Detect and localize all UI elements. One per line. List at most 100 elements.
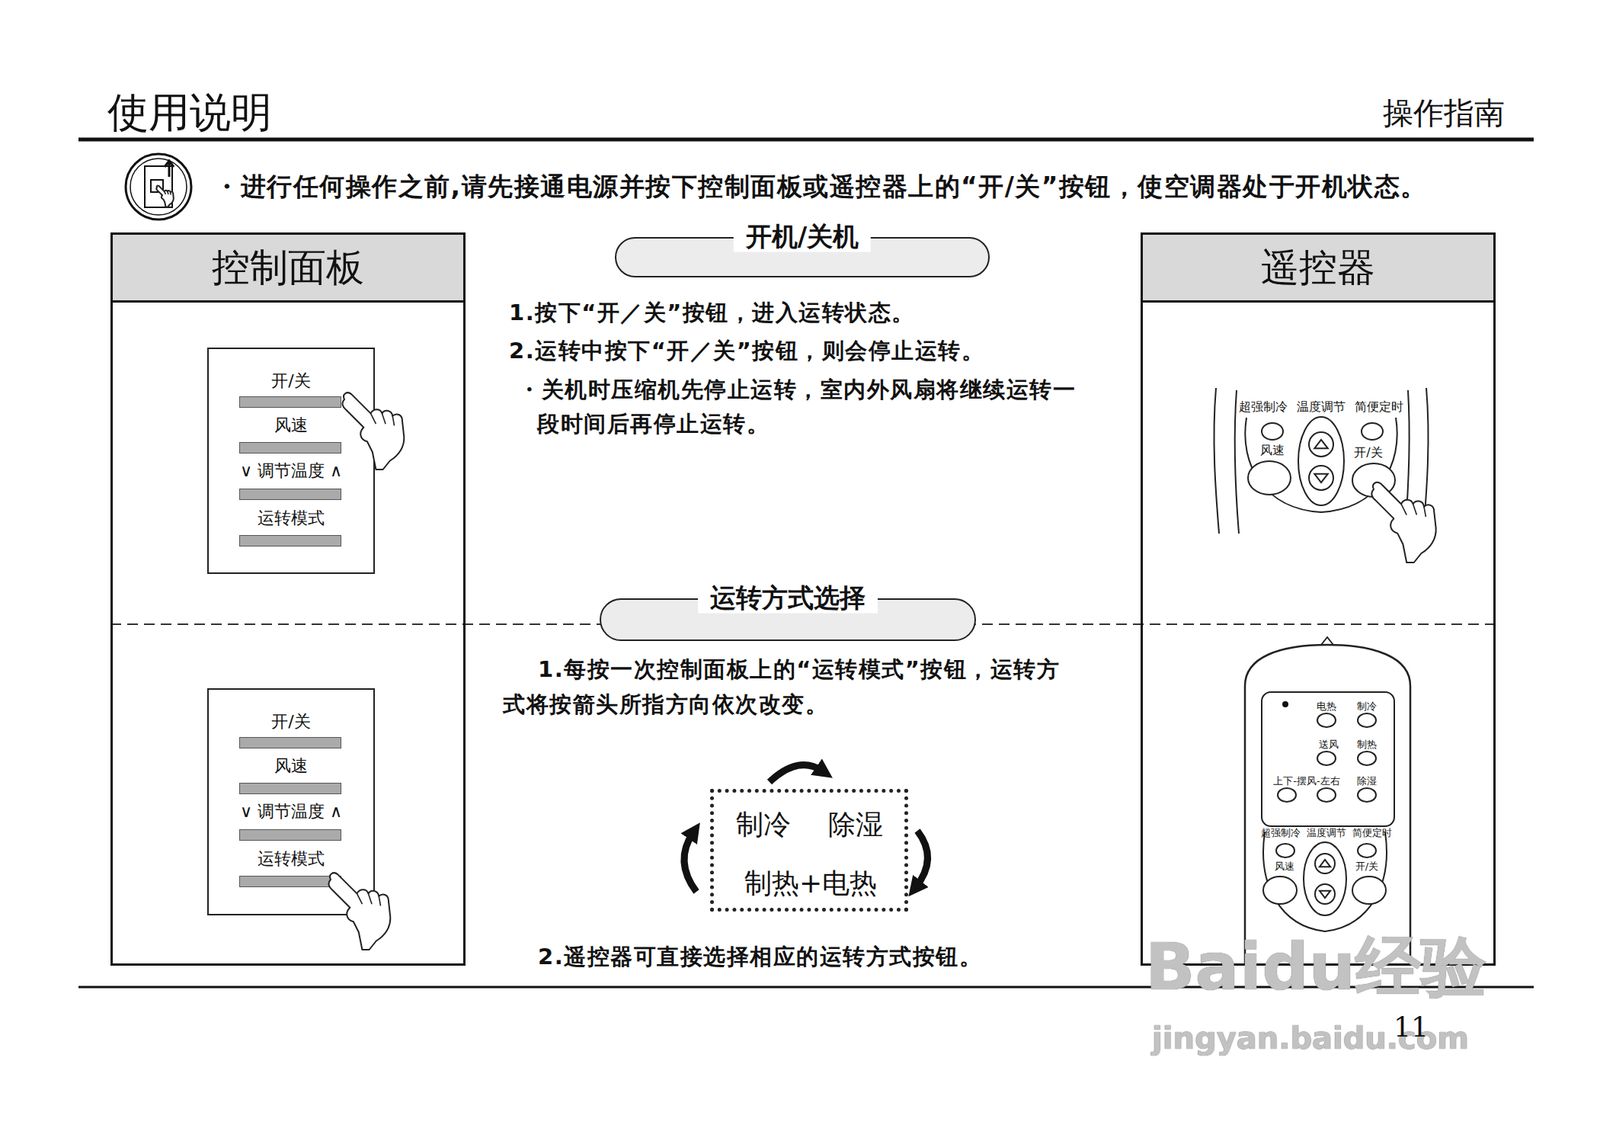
remote-button — [1317, 787, 1336, 802]
button-label: 风速 — [1274, 860, 1295, 873]
notice-icon-ring — [130, 158, 187, 215]
mode-cycle-box: 制冷 除湿制热+电热 — [710, 788, 909, 912]
button-label: 温度调节 — [1306, 827, 1347, 839]
button-label: 开/关 — [1353, 445, 1383, 460]
remote-button — [1352, 463, 1396, 497]
pointing-hand — [328, 872, 391, 950]
panel-frame: 控制面板开/关风速∨ 调节温度 ∧运转模式开/关风速∨ 调节温度 ∧运转模式 — [110, 232, 466, 966]
button-bar — [239, 488, 342, 500]
temp-rocker — [1298, 416, 1344, 506]
hand-outline — [328, 872, 391, 950]
notice-text: ・进行任何操作之前,请先接通电源并按下控制面板或遥控器上的“开/关”按钮，使空调… — [214, 172, 1428, 202]
button-label: 开/关 — [271, 712, 311, 731]
mode-name: 除湿 — [828, 809, 884, 840]
pointing-hand — [156, 185, 173, 208]
remote-body-edge — [1235, 390, 1239, 534]
panel-heading: 遥控器 — [1260, 242, 1376, 294]
page-number: 11 — [1393, 1011, 1429, 1043]
remote-button — [1352, 876, 1386, 904]
button-label: 运转模式 — [257, 508, 325, 528]
remote-body-edge — [1213, 387, 1220, 534]
button-bar — [239, 875, 342, 887]
mode-name: 制热+电热 — [744, 867, 877, 899]
arrow-button — [1315, 883, 1335, 904]
keypad-outline — [1244, 417, 1397, 512]
button-label: ∨ 调节温度 ∧ — [240, 802, 343, 821]
button-label: 风速 — [274, 756, 308, 775]
button-label: 风速 — [1260, 443, 1285, 458]
section-name: 操作指南 — [1382, 95, 1505, 131]
remote-button — [1357, 713, 1376, 727]
panel-heading: 控制面板 — [211, 242, 365, 294]
page-title: 使用说明 — [107, 85, 272, 141]
arrow-button — [1308, 432, 1334, 457]
remote-button — [1276, 843, 1295, 858]
button-label: 制热 — [1356, 739, 1377, 751]
finger-crease — [1401, 503, 1426, 517]
remote-body-edge — [1404, 390, 1410, 534]
up-arrow — [164, 160, 174, 177]
remote-body-edge — [1423, 387, 1429, 534]
control-panel: 开/关风速 ∨ 调节温度 ∧ 运转模式 — [207, 688, 375, 916]
keypad-outline — [1263, 832, 1387, 932]
section-heading: 运转方式选择 — [697, 582, 878, 613]
remote-button — [1357, 787, 1376, 802]
button-label: 简便定时 — [1354, 400, 1404, 414]
remote-button — [1357, 843, 1376, 858]
button-label: 开/关 — [271, 371, 311, 391]
section-heading: 开机/关机 — [733, 221, 871, 252]
remote-button — [1248, 460, 1291, 495]
remote-control — [1244, 636, 1411, 964]
finger-crease — [357, 892, 381, 906]
button-label: 简便定时 — [1352, 827, 1392, 839]
panel-header: 遥控器 — [1142, 234, 1494, 303]
button-label: 送风 — [1318, 739, 1339, 751]
button-bar — [239, 441, 342, 454]
cycle-arrow — [684, 832, 697, 892]
instruction: 1.每按一次控制面板上的“运转模式”按钮，运转方式将按箭头所指方向依次改变。 — [502, 651, 1082, 722]
button-label: 运转模式 — [257, 849, 325, 868]
arrow-button — [1308, 465, 1334, 490]
button-bar — [239, 534, 342, 547]
hand-outline — [1371, 482, 1436, 563]
instruction: 2.运转中按下“开／关”按钮，则会停止运转。 — [508, 338, 985, 364]
remote-button — [1317, 713, 1336, 727]
control-panel: 开/关风速∨ 调节温度 ∧运转模式 — [207, 347, 375, 574]
button-bar — [239, 396, 342, 408]
notice-icon — [125, 153, 192, 220]
mode-name: 制冷 — [736, 809, 791, 840]
instruction: 1.按下“开／关”按钮，进入运转状态。 — [508, 300, 916, 326]
instruction: 2.遥控器可直接选择相应的运转方式按钮。 — [537, 944, 983, 970]
temp-rocker — [1303, 841, 1347, 916]
finger-crease — [164, 191, 172, 195]
hand-outline — [342, 392, 404, 470]
panel-header: 控制面板 — [112, 234, 464, 303]
button-label: ∨ 调节温度 ∧ — [240, 461, 343, 480]
button-bar — [239, 828, 342, 841]
section-pill: 运转方式选择 — [599, 598, 976, 641]
finger-crease — [371, 412, 395, 426]
remote-body — [1244, 644, 1411, 964]
button-label: 电热 — [1316, 700, 1337, 713]
remote-button — [1357, 751, 1376, 765]
arrow-triangle — [1319, 890, 1331, 898]
remote-button — [1261, 422, 1284, 440]
section-pill: 开机/关机 — [614, 236, 990, 278]
header-rule — [78, 137, 1534, 142]
arrow-triangle — [1319, 859, 1331, 867]
indicator-dot — [1282, 700, 1289, 708]
pointing-hand — [342, 392, 404, 470]
mode-panel — [1261, 691, 1395, 826]
button-label: 开/关 — [1355, 860, 1379, 873]
arrow-button — [1315, 853, 1335, 874]
arrow-triangle — [1314, 473, 1328, 483]
button-bar — [239, 782, 342, 794]
arrow-triangle — [1314, 439, 1328, 448]
button-label: 超强制冷 — [1238, 400, 1288, 414]
remote-button — [1361, 422, 1383, 440]
hand-outline — [156, 185, 173, 208]
cycle-arrow — [769, 764, 823, 782]
remote-control — [1213, 387, 1428, 534]
